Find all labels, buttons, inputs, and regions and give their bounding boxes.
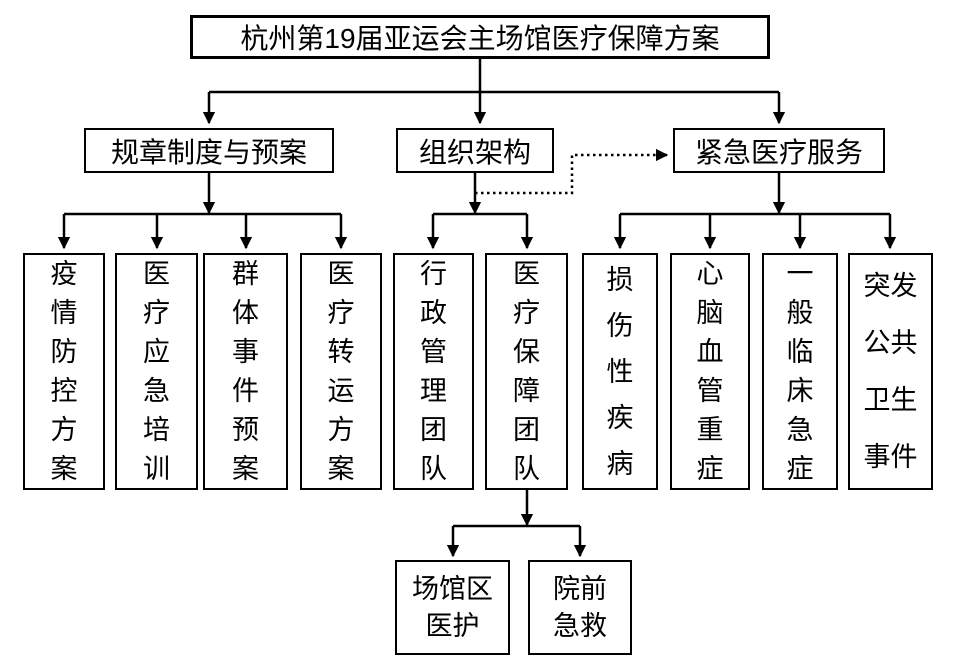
node-medical-training-label: 医疗应急培训 <box>143 258 170 484</box>
node-rules-plans-label: 规章制度与预案 <box>110 136 307 168</box>
node-medical-training: 医疗应急培训 <box>115 253 198 490</box>
node-venue-medical-label: 场馆区医护 <box>412 573 493 641</box>
node-mass-incident-plan-label: 群体事件预案 <box>232 258 259 484</box>
node-general-clinical-label: 一般临床急症 <box>786 258 814 484</box>
node-public-health-event: 突发公共卫生事件 <box>848 253 933 490</box>
node-medical-transfer-plan-label: 医疗转运方案 <box>327 258 355 484</box>
node-general-clinical: 一般临床急症 <box>762 253 838 490</box>
node-title-label: 杭州第19届亚运会主场馆医疗保障方案 <box>240 23 720 54</box>
node-epidemic-prevention-label: 疫情防控方案 <box>50 258 78 484</box>
node-title: 杭州第19届亚运会主场馆医疗保障方案 <box>190 15 770 59</box>
node-venue-medical: 场馆区医护 <box>395 560 510 655</box>
node-emergency-services: 紧急医疗服务 <box>673 128 885 173</box>
node-medical-transfer-plan: 医疗转运方案 <box>300 253 382 490</box>
node-cardio-critical: 心脑血管重症 <box>670 253 750 490</box>
node-prehospital-aid-label: 院前急救 <box>553 573 607 641</box>
node-prehospital-aid: 院前急救 <box>528 560 632 655</box>
dotted-connector-arrow <box>475 148 669 195</box>
node-admin-team: 行政管理团队 <box>393 253 474 490</box>
node-admin-team-label: 行政管理团队 <box>420 258 447 484</box>
node-org-structure: 组织架构 <box>396 128 554 173</box>
node-injury-disease: 损伤性疾病 <box>582 253 658 490</box>
node-epidemic-prevention: 疫情防控方案 <box>23 253 105 490</box>
node-cardio-critical-label: 心脑血管重症 <box>696 258 724 484</box>
node-public-health-event-label: 突发公共卫生事件 <box>863 270 918 472</box>
node-medical-team: 医疗保障团队 <box>485 253 568 490</box>
node-mass-incident-plan: 群体事件预案 <box>203 253 288 490</box>
node-org-structure-label: 组织架构 <box>418 136 531 168</box>
node-rules-plans: 规章制度与预案 <box>84 128 334 173</box>
node-injury-disease-label: 损伤性疾病 <box>606 264 634 479</box>
node-medical-team-label: 医疗保障团队 <box>513 258 540 484</box>
node-emergency-services-label: 紧急医疗服务 <box>694 136 863 168</box>
